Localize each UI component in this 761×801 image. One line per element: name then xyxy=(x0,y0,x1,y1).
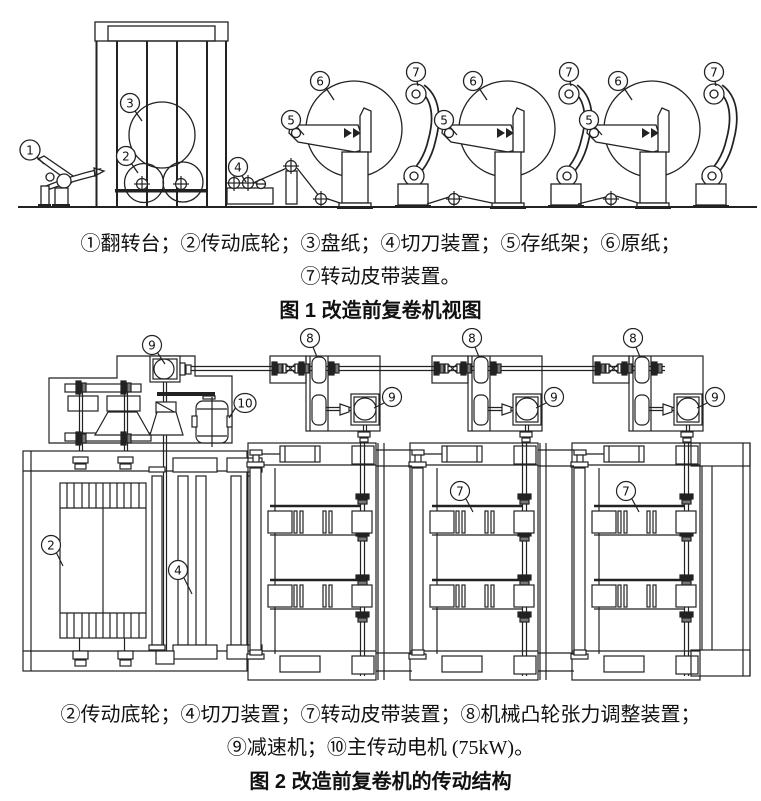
figure2-title: 图 2 改造前复卷机的传动结构 xyxy=(249,771,512,793)
floor-rollers xyxy=(426,190,639,208)
part-label-1: 1 xyxy=(19,139,45,165)
figure2-caption-line2: ⑨减速机；⑩主传动电机 (75kW)。 xyxy=(226,737,535,759)
station-3 xyxy=(580,63,734,210)
frame-connectors xyxy=(376,443,574,680)
part-label-2: 2 xyxy=(40,534,64,567)
figure2-caption-line1: ②传动底轮；④切刀装置；⑦转动皮带装置；⑧机械凸轮张力调整装置； xyxy=(60,704,701,726)
station-1 xyxy=(282,63,436,210)
unwind-frame xyxy=(94,21,229,207)
svg-text:4: 4 xyxy=(174,564,182,578)
tilting-table xyxy=(36,155,106,207)
part-label-7-unit2: 7 xyxy=(449,480,474,513)
drum-ribs xyxy=(66,483,140,638)
part-label-4: 4 xyxy=(167,559,193,595)
tension-station-3 xyxy=(593,329,725,444)
right-rail xyxy=(690,442,751,677)
cutter-unit xyxy=(225,174,274,205)
figure1-diagram: 5 6 7 xyxy=(18,21,757,212)
figure2-diagram: 8 9 xyxy=(22,328,751,689)
belt-unit-1 xyxy=(247,443,376,680)
figure1-caption-line1: ①翻转台；②传动底轮；③盘纸；④切刀装置；⑤存纸架；⑥原纸； xyxy=(80,233,681,255)
drive-wheel-right xyxy=(162,161,204,203)
cutter-roller-bank xyxy=(148,457,263,665)
main-drive-block xyxy=(48,355,233,651)
part-label-9-main: 9 xyxy=(141,334,166,365)
figure1-title: 图 1 改造前复卷机视图 xyxy=(279,300,482,322)
svg-text:1: 1 xyxy=(26,144,34,158)
tension-station-2 xyxy=(432,329,564,444)
svg-text:4: 4 xyxy=(234,161,242,175)
svg-text:7: 7 xyxy=(622,485,630,499)
part-label-2: 2 xyxy=(115,145,139,174)
figure1-caption-line2: ⑦转动皮带装置。 xyxy=(300,266,461,288)
svg-text:2: 2 xyxy=(47,539,55,553)
drum-section xyxy=(22,450,248,672)
svg-text:3: 3 xyxy=(126,97,134,111)
svg-text:10: 10 xyxy=(237,397,252,411)
web-path xyxy=(252,157,341,208)
svg-text:2: 2 xyxy=(122,150,130,164)
part-label-10: 10 xyxy=(228,392,257,419)
tension-station-1 xyxy=(270,329,402,444)
part-label-4: 4 xyxy=(227,156,249,183)
main-motor xyxy=(191,397,233,447)
part-label-7-unit3: 7 xyxy=(615,480,640,513)
station-2 xyxy=(435,63,589,210)
belt-unit-2 xyxy=(409,443,538,680)
svg-text:9: 9 xyxy=(148,339,156,353)
part-label-3: 3 xyxy=(119,92,143,122)
paper-reel xyxy=(128,101,196,169)
belt-unit-3 xyxy=(571,443,700,680)
svg-text:7: 7 xyxy=(456,485,464,499)
